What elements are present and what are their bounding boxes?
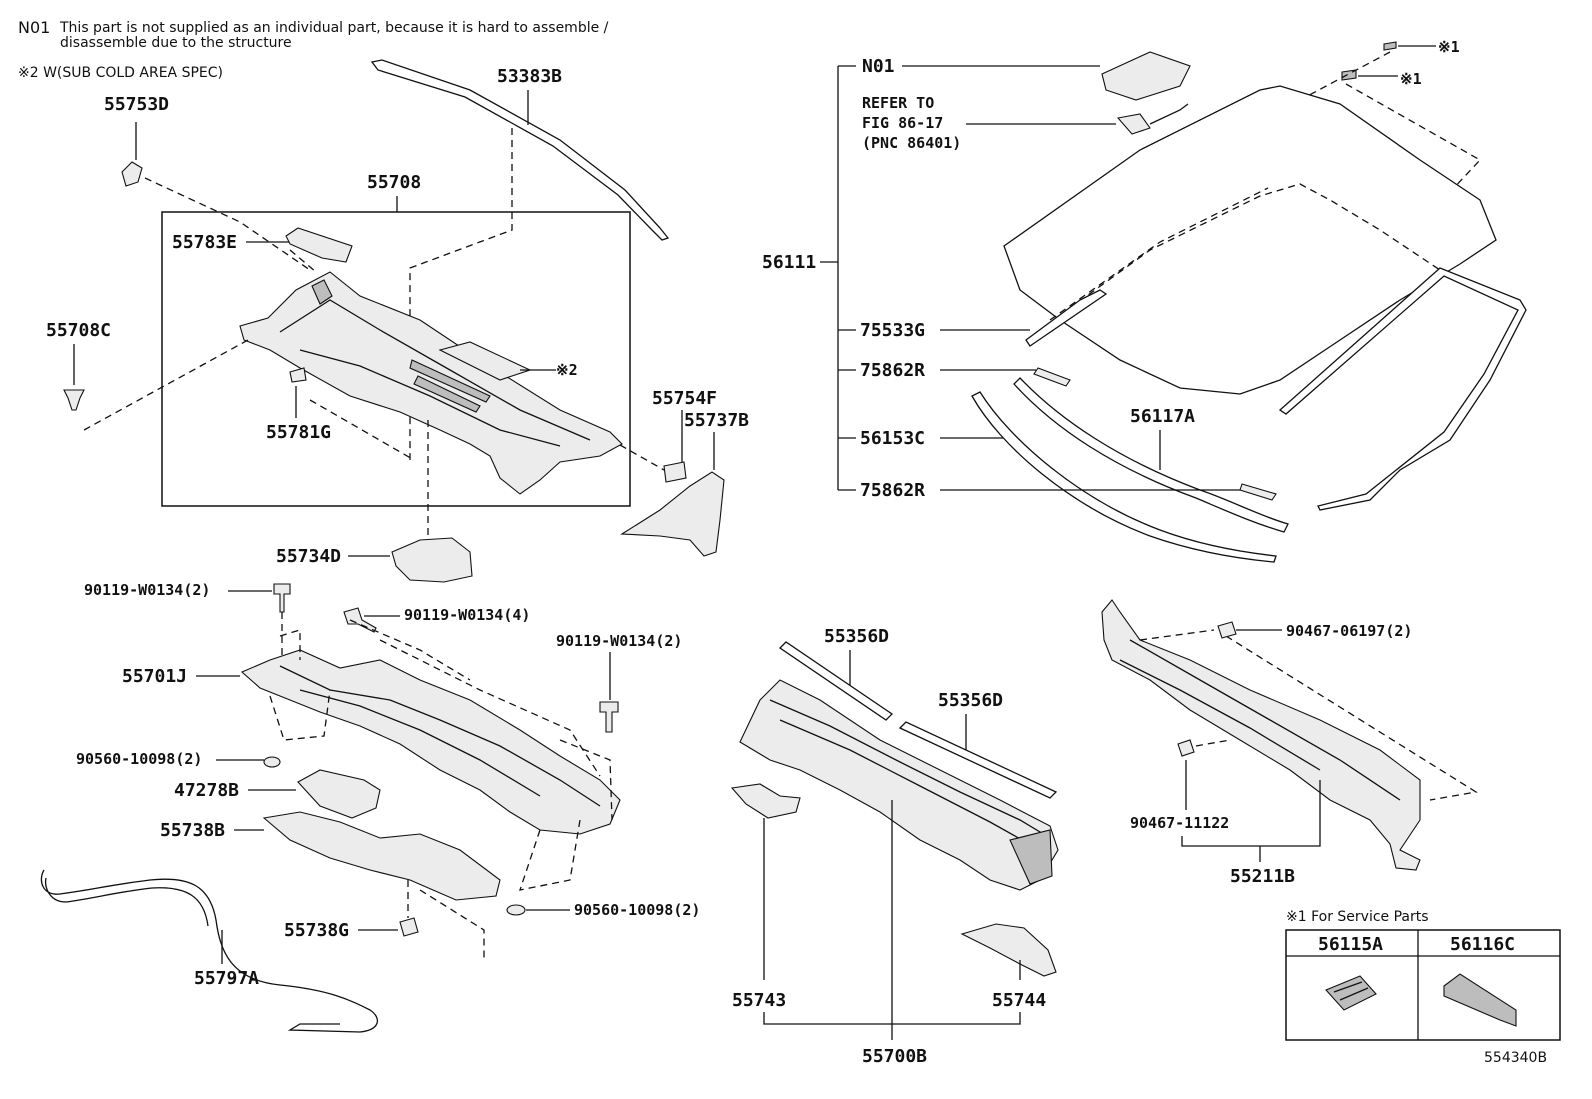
molding-75533g	[1025, 289, 1108, 347]
label-55737b: 55737B	[684, 410, 749, 431]
seal-55356d-b	[898, 721, 1058, 799]
note-cold-area: ※2 W(SUB COLD AREA SPEC)	[18, 65, 223, 81]
label-47278b: 47278B	[174, 780, 239, 801]
label-55738b: 55738B	[160, 820, 225, 841]
table-cell-56116c: 56116C	[1450, 934, 1515, 955]
seal-55754f	[663, 461, 687, 483]
label-55356d-b: 55356D	[938, 690, 1003, 711]
clip-55753d	[121, 161, 143, 187]
label-55356d-a: 55356D	[824, 626, 889, 647]
label-bolt-90119-c: 90119-W0134(2)	[556, 632, 682, 650]
label-55783e: 55783E	[172, 232, 237, 253]
label-55211b: 55211B	[1230, 866, 1295, 887]
sensor-86401	[1116, 113, 1151, 135]
washer-90560-a	[263, 756, 281, 768]
dam-56117a	[1013, 377, 1289, 533]
label-n01: N01	[862, 56, 895, 77]
bracket-55744	[960, 923, 1057, 977]
insulator-55738b	[262, 811, 501, 901]
label-56117a: 56117A	[1130, 406, 1195, 427]
clip-90467-06197	[1217, 621, 1237, 639]
pad-75862r-b	[1239, 483, 1277, 501]
figure-code: 554340B	[1484, 1050, 1547, 1066]
bolt-90119-a	[273, 583, 291, 613]
cowl-top-55700b	[739, 679, 1059, 891]
note-n01-code: N01	[18, 18, 50, 37]
seal-55356d-a	[778, 641, 894, 721]
assembly-box-55708	[161, 211, 631, 507]
label-bolt-90119-b: 90119-W0134(4)	[404, 606, 530, 624]
weatherstrip-outer	[1278, 267, 1527, 511]
bracket-55743	[730, 783, 801, 819]
part-56115a	[1325, 975, 1377, 1011]
label-55744: 55744	[992, 990, 1046, 1011]
label-refer-to: REFER TO	[862, 94, 934, 112]
bolt-90119-c	[599, 701, 619, 733]
label-55753d: 55753D	[104, 94, 169, 115]
label-washer-90560-b: 90560-10098(2)	[574, 901, 700, 919]
label-refer-fig: FIG 86-17	[862, 114, 943, 132]
label-55797a: 55797A	[194, 968, 259, 989]
label-refer-pnc: (PNC 86401)	[862, 134, 961, 152]
cover-55783e	[285, 227, 353, 263]
strip-53383b	[370, 59, 670, 241]
label-75862r-a: 75862R	[860, 360, 925, 381]
label-clip-90467-11122: 90467-11122	[1130, 814, 1229, 832]
label-washer-90560-a: 90560-10098(2)	[76, 750, 202, 768]
note-n01-line1: This part is not supplied as an individu…	[59, 20, 609, 36]
header-notes: N01 This part is not supplied as an indi…	[18, 18, 609, 81]
label-55700b: 55700B	[862, 1046, 927, 1067]
cap-55738g	[399, 917, 419, 937]
label-mark1b: ※1	[1400, 70, 1422, 88]
label-75862r-b: 75862R	[860, 480, 925, 501]
label-56111: 56111	[762, 252, 816, 273]
bracket-55734d	[391, 537, 473, 583]
part-56116c	[1443, 973, 1517, 1027]
part-n01	[1101, 51, 1191, 101]
label-53383b: 53383B	[497, 66, 562, 87]
clip-55708c	[63, 389, 85, 411]
duct-47278b	[297, 769, 381, 819]
bracket-55737b	[620, 471, 725, 557]
hose-55797a	[40, 869, 379, 1033]
service-part-1a	[1383, 41, 1397, 51]
clip-90467-11122	[1177, 739, 1195, 757]
label-55701j: 55701J	[122, 666, 187, 687]
label-55708c: 55708C	[46, 320, 111, 341]
service-parts-note: ※1 For Service Parts	[1286, 909, 1429, 925]
label-75533g: 75533G	[860, 320, 925, 341]
label-55734d: 55734D	[276, 546, 341, 567]
bolt-90119-b	[343, 607, 377, 633]
label-mark1a: ※1	[1438, 38, 1460, 56]
table-cell-56115a: 56115A	[1318, 934, 1383, 955]
label-bolt-90119-a: 90119-W0134(2)	[84, 581, 210, 599]
label-55738g: 55738G	[284, 920, 349, 941]
note-n01-line2: disassemble due to the structure	[60, 35, 292, 51]
label-55754f: 55754F	[652, 388, 717, 409]
windshield-glass	[1003, 85, 1497, 395]
washer-90560-b	[506, 904, 526, 916]
pad-75862r-a	[1033, 367, 1071, 387]
label-56153c: 56153C	[860, 428, 925, 449]
label-55781g: 55781G	[266, 422, 331, 443]
dam-56153c	[971, 391, 1277, 563]
label-55708: 55708	[367, 172, 421, 193]
label-clip-90467-06197: 90467-06197(2)	[1286, 622, 1412, 640]
label-55743: 55743	[732, 990, 786, 1011]
clip-55781g	[289, 367, 307, 383]
label-mark2: ※2	[556, 361, 578, 379]
service-parts-table	[1285, 929, 1561, 1041]
